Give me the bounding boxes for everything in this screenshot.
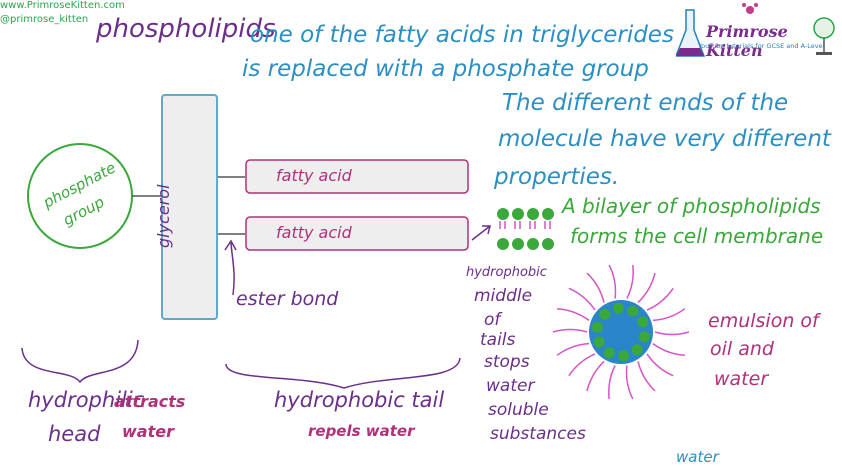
micelle-tail [653,344,685,356]
hydrophobic-middle-3: of [484,312,500,329]
bilayer-line-2: forms the cell membrane [570,226,823,246]
micelle-head [637,317,648,328]
micelle-tail [557,344,589,356]
fatty-acid-1-label: fatty acid [276,168,352,184]
bilayer-line-1: A bilayer of phospholipids [562,196,821,216]
micelle-head [604,347,615,358]
emulsion-line-3: water [714,370,768,389]
micelle-head [592,322,603,333]
emulsion-line-2: oil and [710,340,774,359]
hydrophobic-middle-1: hydrophobic [466,266,547,279]
ester-bond-arrow [225,241,236,295]
micelle-tail [569,288,595,310]
micelle-tail [587,273,604,303]
micelle-tail [557,309,589,321]
definition-line-2: is replaced with a phosphate group [242,58,649,81]
micelle-head [618,350,629,361]
bilayer-icon [497,208,554,250]
bilayer-bottom-head [527,238,539,250]
micelle-tail [647,288,673,310]
micelle-tail [655,332,689,335]
micelle-head [594,337,605,348]
micelle-head [613,303,624,314]
micelle-tail [609,366,615,400]
hydrophobic-middle-5: stops [484,354,530,371]
micelle-head [599,309,610,320]
fatty-acid-2-label: fatty acid [276,225,352,241]
micelle-icon [553,265,689,399]
attracts-water-label: water [122,424,174,440]
bilayer-arrow [472,226,490,240]
ends-line-1: The different ends of the [502,92,788,115]
bilayer-bottom-head [497,238,509,250]
ends-line-3: properties. [494,166,619,189]
bilayer-bottom-head [542,238,554,250]
bilayer-top-head [527,208,539,220]
hydrophobic-middle-4: tails [480,332,515,349]
hydrophilic-brace [22,340,138,382]
bilayer-top-head [542,208,554,220]
micelle-tail [626,366,632,400]
micelle-tail [638,361,655,391]
head-label: head [48,424,100,445]
page-title: phospholipids [96,16,276,42]
hydrophobic-middle-2: middle [474,288,532,305]
ester-bond-label: ester bond [236,290,338,309]
micelle-tail [638,273,655,303]
attracts-label: attracts [114,394,185,410]
glycerol-label: glycerol [156,184,172,248]
hydrophobic-middle-8: substances [490,426,586,443]
micelle-tail [647,354,673,376]
ends-line-2: molecule have very different [498,128,831,151]
micelle-tail [609,265,615,299]
micelle-head [639,331,650,342]
bilayer-bottom-head [512,238,524,250]
definition-line-1: one of the fatty acids in triglycerides [250,24,674,47]
micelle-tail [627,265,633,299]
bilayer-top-head [512,208,524,220]
micelle-tail [587,361,604,391]
hydrophobic-middle-6: water [486,378,534,395]
micelle-head [627,306,638,317]
repels-water-label: repels water [308,424,415,439]
bilayer-tails [500,221,550,229]
micelle-tail [569,354,595,376]
hydrophobic-tail-label: hydrophobic tail [274,390,444,411]
emulsion-line-1: emulsion of [708,312,819,331]
micelle-tail [553,330,587,333]
hydrophobic-middle-7: soluble [488,402,549,419]
bilayer-top-head [497,208,509,220]
hydrophobic-brace [226,358,460,388]
micelle-head [632,344,643,355]
micelle-tail [653,309,685,321]
water-label: water [676,450,719,465]
